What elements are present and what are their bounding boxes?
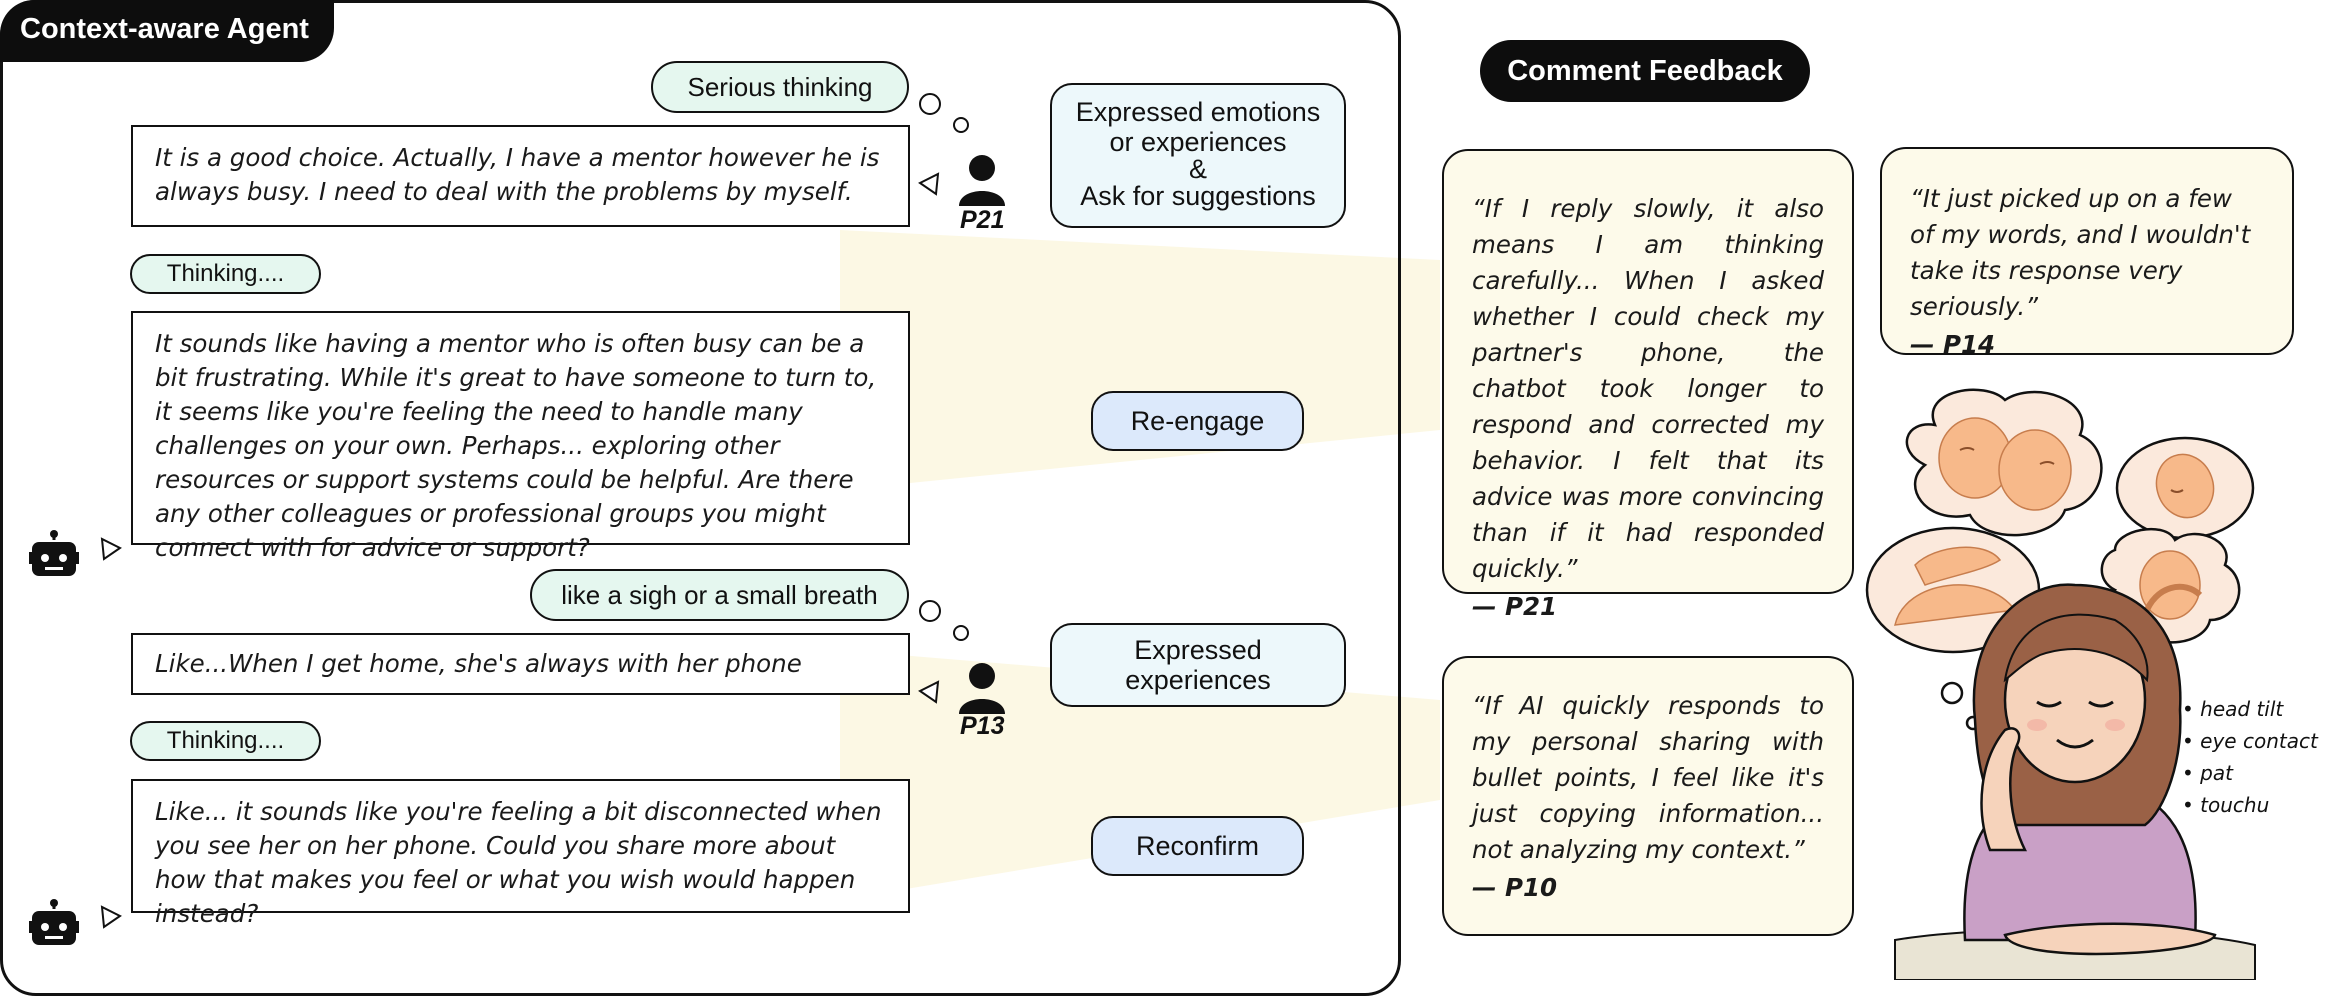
- robot-icon: [29, 899, 79, 945]
- panel-title: Context-aware Agent: [0, 0, 334, 62]
- context-aware-agent-panel: [0, 0, 1401, 996]
- cue-item: • eye contact: [2182, 729, 2318, 753]
- feedback-quote: “If AI quickly responds to my personal s…: [1472, 691, 1824, 864]
- cue-item: • pat: [2182, 761, 2233, 785]
- feedback-quote: “It just picked up on a few of my words,…: [1910, 184, 2251, 321]
- thought-dot: [953, 117, 969, 133]
- feedback-author: — P21: [1472, 592, 1558, 621]
- thought-dot: [953, 625, 969, 641]
- strategy-re-engage: Re-engage: [1091, 391, 1304, 451]
- participant-label: P21: [960, 206, 1005, 234]
- strategy-line: Expressed: [1134, 635, 1262, 665]
- participant-label: P13: [960, 712, 1005, 740]
- nonverbal-cue-list: • head tilt • eye contact • pat • touchu: [2182, 697, 2318, 825]
- feedback-card-p10: “If AI quickly responds to my personal s…: [1442, 656, 1854, 936]
- user-message-bubble: Like...When I get home, she's always wit…: [131, 633, 910, 695]
- strategy-line: or experiences: [1109, 127, 1287, 157]
- cue-label: head tilt: [2200, 697, 2284, 721]
- cue-label: eye contact: [2200, 729, 2318, 753]
- cue-label: pat: [2200, 761, 2233, 785]
- feedback-quote: “If I reply slowly, it also means I am t…: [1472, 194, 1824, 583]
- person-icon: [959, 663, 1005, 714]
- agent-message-bubble: It sounds like having a mentor who is of…: [131, 311, 910, 562]
- strategy-reconfirm: Reconfirm: [1091, 816, 1304, 876]
- strategy-line: Expressed emotions: [1075, 97, 1321, 127]
- thought-bubble-head-tilt: [2115, 436, 2255, 540]
- robot-icon: [29, 530, 79, 576]
- bubble-pointer-icon: [100, 537, 122, 561]
- thinking-person-illustration: [1865, 388, 2256, 980]
- thought-dot: [919, 93, 941, 115]
- bubble-pointer-icon: [918, 172, 940, 196]
- bubble-pointer-icon: [918, 680, 940, 704]
- cue-item: • touchu: [2182, 793, 2270, 817]
- bubble-pointer-icon: [100, 905, 122, 929]
- state-pill-sigh: like a sigh or a small breath: [530, 569, 909, 621]
- user-message-bubble: It is a good choice. Actually, I have a …: [131, 125, 910, 227]
- strategy-line: &: [1188, 154, 1207, 184]
- state-pill-serious-thinking: Serious thinking: [651, 61, 909, 113]
- person-icon: [959, 155, 1005, 206]
- strategy-line: Ask for suggestions: [1080, 181, 1316, 211]
- feedback-author: — P10: [1472, 873, 1558, 902]
- thought-bubble-eye-contact: [1905, 388, 2103, 537]
- strategy-expressed-experiences: Expressed experiences: [1050, 623, 1346, 707]
- feedback-author: — P14: [1910, 330, 1996, 359]
- feedback-card-p14: “It just picked up on a few of my words,…: [1880, 147, 2294, 359]
- comment-feedback-title: Comment Feedback: [1480, 40, 1810, 102]
- strategy-expressed-emotions-ask-suggestions: Expressed emotions or experiences & Ask …: [1050, 83, 1346, 228]
- cue-item: • head tilt: [2182, 697, 2284, 721]
- thought-dot: [919, 600, 941, 622]
- state-pill-thinking: Thinking....: [130, 721, 321, 761]
- feedback-card-p21: “If I reply slowly, it also means I am t…: [1442, 149, 1854, 621]
- cue-label: touchu: [2200, 793, 2270, 817]
- state-pill-thinking: Thinking....: [130, 254, 321, 294]
- strategy-line: experiences: [1125, 665, 1271, 695]
- agent-message-bubble: Like... it sounds like you're feeling a …: [131, 779, 910, 928]
